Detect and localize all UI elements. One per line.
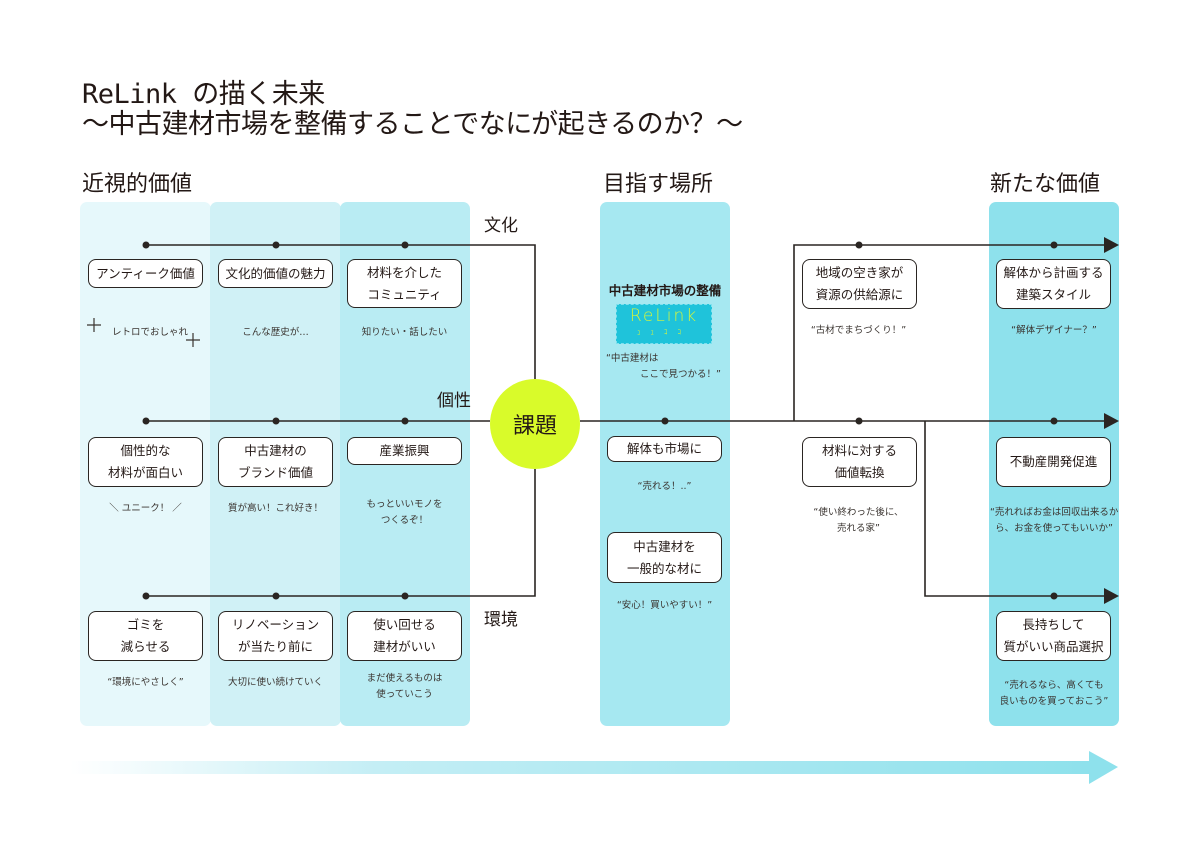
- axis-label-individuality: 個性: [437, 391, 471, 411]
- node-renovation: リノベーション が当たり前に: [218, 611, 333, 661]
- issue-label: 課題: [512, 414, 557, 439]
- node-dot: [401, 241, 409, 249]
- timeline-arrow: [70, 751, 1118, 784]
- axis-label-culture: 文化: [484, 216, 518, 236]
- axis-label-environment: 環境: [484, 610, 518, 630]
- node-dot: [272, 417, 280, 425]
- arrowhead-lower: [1104, 588, 1119, 604]
- comment-better-things: もっといいモノを つくるぞ！: [366, 499, 443, 526]
- node-unique-materials: 個性的な 材料が面白い: [88, 437, 203, 487]
- node-dot: [855, 241, 863, 249]
- node-dot: [142, 417, 150, 425]
- node-general-material: 中古建材を 一般的な材に: [607, 532, 722, 583]
- node-quality-products: 長持ちして 質がいい商品選択: [996, 611, 1111, 661]
- page-title-line-2: ～中古建材市場を整備することでなにが起きるのか？～: [82, 109, 743, 140]
- node-dot: [401, 417, 409, 425]
- comment-community: 知りたい・話したい: [361, 327, 448, 338]
- market-title: 中古建材市場の整備: [608, 283, 722, 298]
- node-dot: [661, 417, 669, 425]
- node-demolition-market: 解体も市場に: [607, 436, 722, 462]
- branch-upper: [793, 244, 1106, 421]
- section-new-value: 新たな価値: [990, 172, 1101, 197]
- node-brand-value: 中古建材の ブランド価値: [218, 437, 333, 487]
- node-value-shift: 材料に対する 価値転換: [802, 437, 917, 487]
- environment-line: [146, 469, 536, 597]
- branch-lower: [924, 421, 1106, 597]
- node-cultural-value: 文化的価値の魅力: [218, 259, 333, 288]
- sparkle-crosses: [87, 318, 200, 347]
- node-dot: [272, 241, 280, 249]
- arrowhead-middle: [1104, 413, 1119, 429]
- arrowhead-upper: [1104, 237, 1119, 253]
- page-title-line-1: ReLink の描く未来: [82, 79, 325, 110]
- node-reusable-materials: 使い回せる 建材がいい: [347, 611, 462, 661]
- comment-demolition-designer: “解体デザイナー？”: [1011, 325, 1097, 336]
- node-demolition-planning: 解体から計画する 建築スタイル: [996, 259, 1111, 309]
- relink-logo: ReLink ｭｭｺｺ: [616, 304, 712, 344]
- issue-circle: 課題: [490, 379, 580, 469]
- section-near-value: 近視的価値: [82, 172, 193, 197]
- comment-town-building: “古材でまちづくり！”: [810, 325, 907, 336]
- comment-buy-good: “売れるなら、高くても 良いものを買っておこう”: [999, 680, 1109, 707]
- node-antique-value: アンティーク価値: [88, 259, 203, 288]
- node-dot: [142, 592, 150, 600]
- comment-keep-using: 大切に使い続けていく: [227, 677, 323, 688]
- comment-safe-buy: “安心！買いやすい！”: [616, 600, 713, 611]
- node-community: 材料を介した コミュニティ: [347, 259, 462, 308]
- comment-unique: ＼ ユニーク！ ／: [109, 503, 182, 514]
- comment-still-usable: まだ使えるものは 使っていこう: [366, 673, 443, 700]
- node-vacant-houses: 地域の空き家が 資源の供給源に: [802, 259, 917, 309]
- node-real-estate: 不動産開発促進: [996, 437, 1111, 487]
- comment-eco: “環境にやさしく”: [107, 677, 184, 688]
- node-dot: [401, 592, 409, 600]
- node-dot: [1050, 417, 1058, 425]
- node-dot: [142, 241, 150, 249]
- node-dot: [272, 592, 280, 600]
- column-target: [600, 202, 730, 726]
- comment-history: こんな歴史が…: [242, 327, 309, 338]
- culture-line: [146, 244, 536, 379]
- comment-sellable: “売れる！..”: [637, 481, 692, 492]
- comment-quality: 質が高い！これ好き！: [227, 503, 323, 514]
- comment-sellable-house: “使い終わった後に、 売れる家”: [813, 507, 904, 534]
- node-reduce-waste: ゴミを 減らせる: [88, 611, 203, 661]
- comment-recover-money: “売れればお金は回収出来るか ら、お金を使ってもいいか”: [990, 507, 1119, 534]
- section-target: 目指す場所: [603, 172, 714, 197]
- node-industry-promotion: 産業振興: [347, 437, 462, 465]
- comment-retro: レトロでおしゃれ: [111, 327, 188, 338]
- comment-found-here: “中古建材は ここで見つかる！”: [606, 353, 721, 380]
- node-dot: [1050, 241, 1058, 249]
- node-dot: [855, 417, 863, 425]
- node-dot: [1050, 592, 1058, 600]
